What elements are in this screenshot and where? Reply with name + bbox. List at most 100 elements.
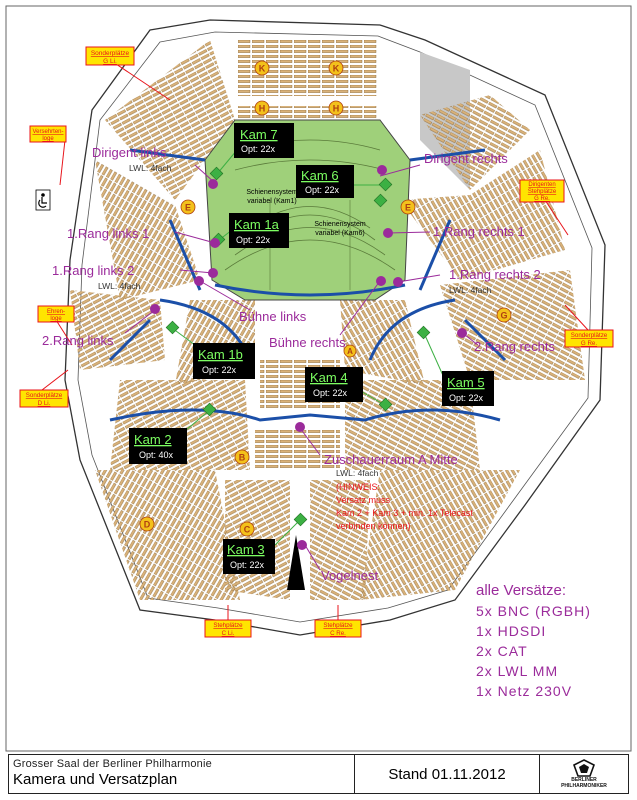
label-rang-links-1: 1.Rang links 1 [67, 226, 149, 241]
versaetze-title: alle Versätze: [476, 582, 566, 599]
plan-title: Kamera und Versatzplan [13, 771, 178, 788]
versatz-item-3: 2x CAT [476, 643, 528, 659]
title-block: Grosser Saal der Berliner Philharmonie K… [8, 754, 629, 794]
steh-c-li-l1: Stehplätze [213, 622, 243, 629]
badge-k-right: K [333, 64, 340, 74]
kam5-opt: Opt: 22x [449, 393, 484, 403]
camera-kam3: Kam 3 Opt: 22x [223, 539, 275, 574]
stand-date: Stand 01.11.2012 [388, 765, 506, 783]
badge-d: D [144, 520, 151, 530]
camera-kam4: Kam 4 Opt: 22x [305, 367, 363, 402]
sonder-d-li-l2: D Li. [38, 400, 51, 407]
stage-area [204, 119, 411, 301]
ehren-l2: loge [50, 316, 62, 322]
hinweis-l1: (HINWEIS: [336, 482, 380, 492]
rail-labels: Schienensystem variabel (Kam1) Schienens… [246, 189, 366, 237]
philharmoniker-logo-icon [573, 759, 595, 777]
red-connectors [41, 59, 589, 620]
kam2-opt: Opt: 40x [139, 450, 174, 460]
sonder-d-li-l1: Sonderplätze [26, 392, 63, 399]
label-buehne-links: Bühne links [239, 309, 307, 324]
ehren-l1: Ehren- [47, 309, 65, 315]
logo-line-2: PHILHARMONIKER [561, 783, 607, 789]
label-rang-rechts-1: 1.Rang rechts 1 [433, 224, 525, 239]
schienen-kam6-l2: variabel (Kam6) [315, 230, 364, 237]
title-block-left: Grosser Saal der Berliner Philharmonie K… [9, 755, 355, 793]
connection-points [150, 165, 467, 550]
steh-g-re-l1: Dirigenten [528, 182, 555, 188]
position-labels: Dirigent links LWL: 4fach Dirigent recht… [42, 145, 555, 583]
steh-g-re-l3: G Re. [534, 196, 550, 202]
label-rang-links-2-lwl: LWL: 4fach [98, 281, 141, 291]
kam4-opt: Opt: 22x [313, 388, 348, 398]
kam1b-name: Kam 1b [198, 347, 243, 362]
sonder-g-re-l1: Sonderplätze [571, 332, 608, 339]
kam6-name: Kam 6 [301, 168, 339, 183]
label-rang-links-2: 1.Rang links 2 [52, 263, 134, 278]
versatz-item-5: 1x Netz 230V [476, 683, 572, 699]
versaetze-list: alle Versätze: 5x BNC (RGBH) 1x HDSDI 2x… [476, 582, 591, 699]
schienen-kam1-l2: variabel (Kam1) [247, 198, 296, 205]
versehrten-l2: loge [42, 136, 54, 142]
badge-c: C [244, 525, 251, 535]
badge-k-left: K [259, 64, 266, 74]
label-buehne-rechts: Bühne rechts [269, 335, 346, 350]
steh-g-re-l2: Stehplätze [528, 189, 557, 195]
label-dirigent-links-lwl: LWL: 4fach [129, 163, 172, 173]
wheelchair-icon [35, 189, 51, 211]
label-2-rang-rechts: 2.Rang rechts [474, 339, 555, 354]
label-zuschauerraum: Zuschauerraum A Mitte [324, 452, 458, 467]
sonder-g-li-l1: Sonderplätze [91, 50, 130, 57]
sonder-g-re-l2: G Re. [581, 340, 597, 347]
kam4-name: Kam 4 [310, 370, 348, 385]
kam6-opt: Opt: 22x [305, 185, 340, 195]
steh-c-re-l1: Stehplätze [323, 622, 353, 629]
camera-kam1b: Kam 1b Opt: 22x [193, 343, 255, 379]
kam1b-opt: Opt: 22x [202, 365, 237, 375]
block-badges: K K H H E E G B D C A [139, 60, 512, 537]
sonder-labels: Sonderplätze G Li. Versehrten- loge Diri… [19, 46, 614, 638]
plan-frame [5, 5, 632, 752]
camera-kam1a: Kam 1a Opt: 22x [229, 213, 289, 248]
badge-h-right: H [333, 104, 340, 114]
camera-boxes: Kam 7 Opt: 22x Kam 6 Opt: 22x Kam 1a Opt… [129, 123, 494, 574]
versatz-item-4: 2x LWL MM [476, 663, 558, 679]
kam5-name: Kam 5 [447, 375, 485, 390]
label-dirigent-links: Dirigent links [92, 145, 167, 160]
title-block-logo: BERLINER PHILHARMONIKER [540, 755, 628, 793]
schienen-kam6-l1: Schienensystem [314, 221, 366, 228]
label-2-rang-links: 2.Rang links [42, 333, 114, 348]
camera-kam5: Kam 5 Opt: 22x [442, 371, 494, 406]
badge-e-right: E [405, 203, 411, 213]
sonder-g-li-l2: G Li. [103, 58, 117, 65]
versehrten-l1: Versehrten- [32, 129, 63, 135]
steh-c-li-l2: C Li. [222, 630, 235, 637]
kam1a-name: Kam 1a [234, 217, 280, 232]
versatz-item-1: 5x BNC (RGBH) [476, 603, 591, 619]
badge-b: B [239, 453, 246, 463]
hinweis-l3: Kam 2 + Kam 3 + min. 1x Telecast [336, 508, 473, 518]
kam2-name: Kam 2 [134, 432, 172, 447]
camera-kam7: Kam 7 Opt: 22x [234, 123, 294, 158]
label-vogelnest: Vogelnest [321, 568, 378, 583]
title-block-date: Stand 01.11.2012 [355, 755, 540, 793]
label-zuschauerraum-lwl: LWL: 4fach [336, 468, 379, 478]
label-rang-rechts-2-lwl: LWL: 4fach [449, 285, 492, 295]
kam7-opt: Opt: 22x [241, 144, 276, 154]
steh-c-re-l2: C Re. [330, 630, 346, 637]
kam3-opt: Opt: 22x [230, 560, 265, 570]
logo-line-1: BERLINER [571, 777, 597, 783]
hinweis-l4: verbinden können) [336, 521, 411, 531]
label-dirigent-rechts: Dirigent rechts [424, 151, 508, 166]
kam7-name: Kam 7 [240, 127, 278, 142]
vogelnest-shape [287, 535, 305, 590]
badge-g: G [500, 311, 507, 321]
magenta-leaders [124, 164, 479, 571]
badge-h-left: H [259, 104, 266, 114]
schienen-kam1-l1: Schienensystem [246, 189, 298, 196]
hall-inner-outline [77, 31, 593, 623]
versatz-item-2: 1x HDSDI [476, 623, 546, 639]
hinweis-l2: Versatz muss [336, 495, 391, 505]
badge-e-left: E [185, 203, 191, 213]
